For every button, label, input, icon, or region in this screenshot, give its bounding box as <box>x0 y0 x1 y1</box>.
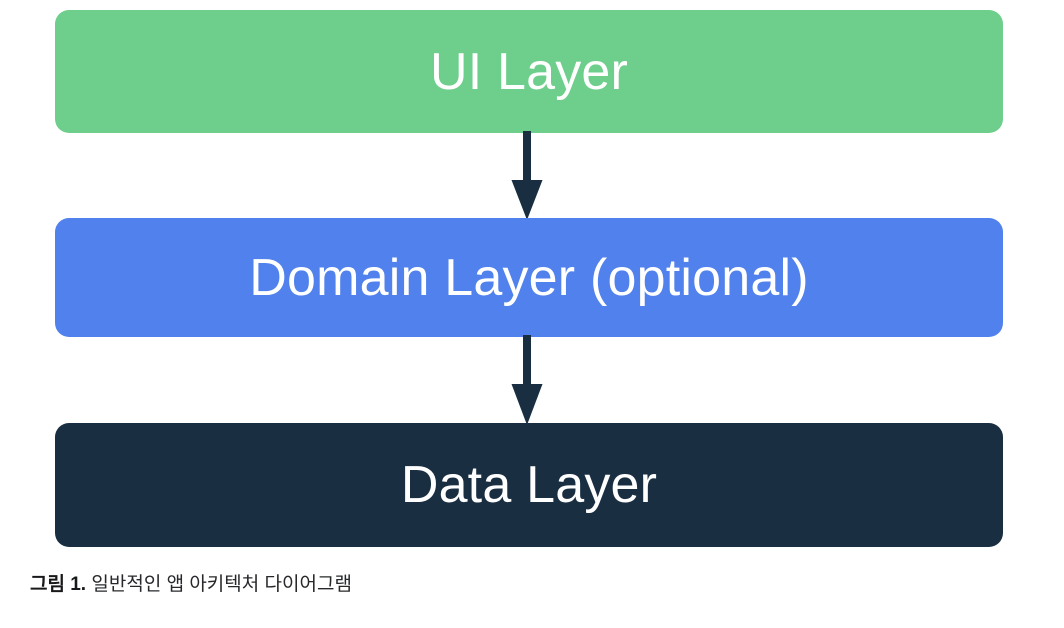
data-layer-label: Data Layer <box>400 456 658 514</box>
figure-caption: 그림 1. 일반적인 앱 아키텍처 다이어그램 <box>30 571 352 599</box>
ui-layer-box: UI Layer <box>55 10 1003 133</box>
arrow-domain-to-data-icon <box>511 335 543 425</box>
ui-layer-label: UI Layer <box>429 42 629 101</box>
domain-layer-box: Domain Layer (optional) <box>55 218 1003 337</box>
data-layer-box: Data Layer <box>55 423 1003 547</box>
domain-layer-label: Domain Layer (optional) <box>249 248 809 307</box>
figure-caption-number: 그림 1. <box>30 574 87 595</box>
arrow-ui-to-domain-icon <box>511 131 543 220</box>
figure-caption-text: 일반적인 앱 아키텍처 다이어그램 <box>86 574 352 595</box>
